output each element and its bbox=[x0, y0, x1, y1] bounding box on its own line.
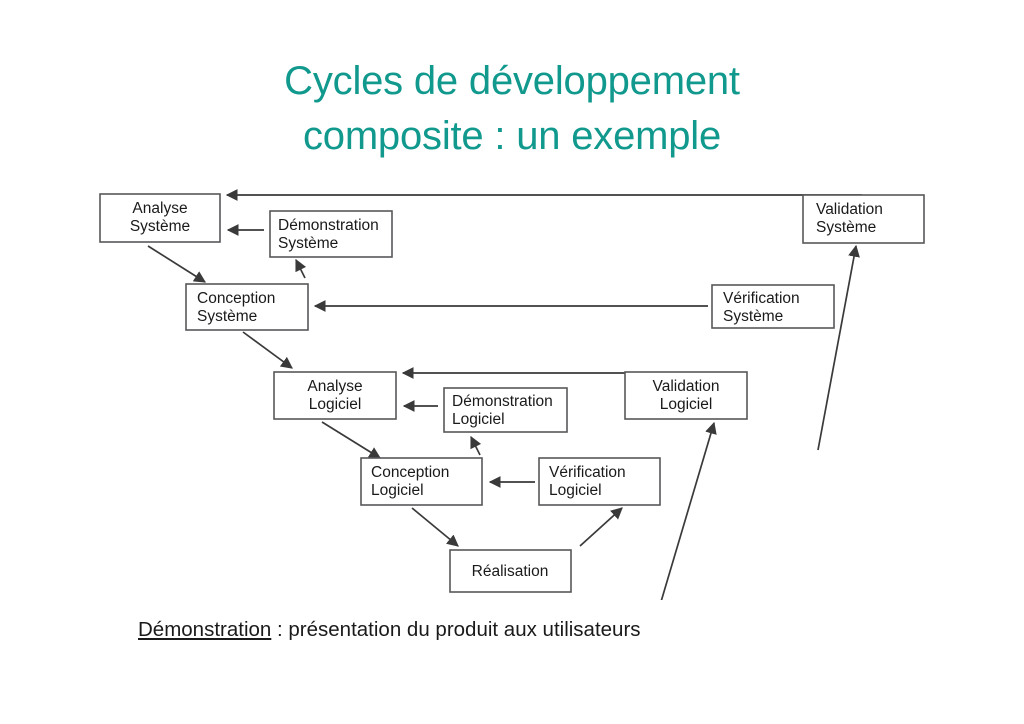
box-verification-logiciel-line-1: Vérification bbox=[549, 464, 626, 481]
box-analyse-logiciel-line-1: Analyse bbox=[307, 378, 362, 395]
box-verification-systeme-line-2: Système bbox=[723, 308, 783, 325]
box-realisation[interactable]: Réalisation bbox=[449, 549, 572, 593]
arrow-conception-systeme-to-demonstration-systeme bbox=[295, 258, 307, 279]
arrow-analyse-systeme-to-conception-systeme bbox=[147, 245, 207, 283]
box-demonstration-logiciel-line-2: Logiciel bbox=[452, 411, 505, 428]
box-conception-systeme-line-1: Conception bbox=[197, 290, 275, 307]
box-conception-logiciel-line-2: Logiciel bbox=[371, 482, 424, 499]
box-analyse-logiciel-line-2: Logiciel bbox=[309, 396, 362, 413]
box-conception-logiciel[interactable]: Conception Logiciel bbox=[360, 457, 483, 506]
box-validation-logiciel-line-2: Logiciel bbox=[660, 396, 713, 413]
box-analyse-systeme[interactable]: Analyse Système bbox=[99, 193, 221, 243]
caption-rest: : présentation du produit aux utilisateu… bbox=[271, 618, 641, 641]
box-demonstration-logiciel-line-1: Démonstration bbox=[452, 393, 553, 410]
box-demonstration-systeme-line-2: Système bbox=[278, 235, 338, 252]
box-conception-systeme-line-2: Système bbox=[197, 308, 257, 325]
box-demonstration-systeme-line-1: Démonstration bbox=[278, 217, 379, 234]
box-verification-logiciel[interactable]: Vérification Logiciel bbox=[538, 457, 661, 506]
arrow-verification-systeme-to-validation-systeme bbox=[817, 244, 860, 451]
box-verification-systeme-line-1: Vérification bbox=[723, 290, 800, 307]
arrow-conception-systeme-to-analyse-logiciel bbox=[242, 331, 293, 369]
arrow-analyse-logiciel-to-conception-logiciel bbox=[321, 421, 382, 459]
box-conception-systeme[interactable]: Conception Système bbox=[185, 283, 309, 331]
arrow-conception-logiciel-to-demonstration-logiciel bbox=[470, 435, 482, 456]
box-demonstration-logiciel[interactable]: Démonstration Logiciel bbox=[443, 387, 568, 433]
connector-group bbox=[147, 189, 862, 600]
box-analyse-logiciel[interactable]: Analyse Logiciel bbox=[273, 371, 397, 420]
box-demonstration-systeme[interactable]: Démonstration Système bbox=[269, 210, 393, 258]
page-title: Cycles de développement composite : un e… bbox=[0, 54, 1024, 164]
page-title-line-2: composite : un exemple bbox=[302, 114, 722, 158]
box-validation-logiciel[interactable]: Validation Logiciel bbox=[624, 371, 748, 420]
box-analyse-systeme-line-2: Système bbox=[130, 218, 190, 235]
arrow-verification-logiciel-to-validation-logiciel bbox=[660, 421, 717, 600]
arrow-conception-logiciel-to-realisation bbox=[411, 507, 459, 547]
box-conception-logiciel-line-1: Conception bbox=[371, 464, 449, 481]
v-model-diagram: Analyse Système Démonstration Système Va… bbox=[99, 189, 925, 600]
arrow-realisation-to-verification-logiciel bbox=[579, 507, 623, 547]
box-validation-systeme[interactable]: Validation Système bbox=[802, 194, 925, 244]
box-verification-logiciel-line-2: Logiciel bbox=[549, 482, 602, 499]
box-realisation-label: Réalisation bbox=[472, 563, 549, 580]
page-title-line-1: Cycles de développement bbox=[284, 59, 740, 103]
box-validation-logiciel-line-1: Validation bbox=[653, 378, 720, 395]
box-validation-systeme-line-1: Validation bbox=[816, 201, 883, 218]
box-validation-systeme-line-2: Système bbox=[816, 219, 876, 236]
box-analyse-systeme-line-1: Analyse bbox=[132, 200, 187, 217]
box-verification-systeme[interactable]: Vérification Système bbox=[711, 284, 835, 329]
caption: Démonstration : présentation du produit … bbox=[138, 618, 641, 642]
caption-term: Démonstration bbox=[138, 618, 272, 641]
